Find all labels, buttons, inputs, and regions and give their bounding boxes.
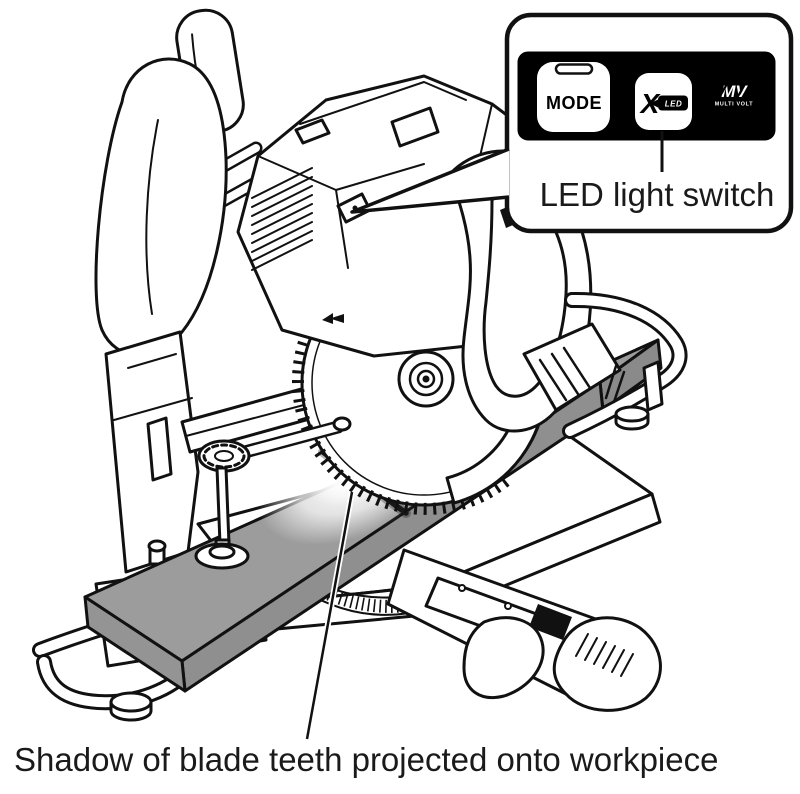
led-tag: LED [650,95,688,111]
material-clamp [194,416,352,570]
lock-grip [552,616,662,712]
support-foot [614,405,650,431]
grip-ridges [575,633,634,677]
arm-tread [529,604,572,640]
callout-tail [350,147,510,214]
control-panel: MODE X LED MV MULTI VOLT [517,51,776,141]
caption: Shadow of blade teeth projected onto wor… [14,741,718,778]
battery-pack [522,322,622,412]
support-tower [104,330,200,574]
shadow-leader-line [304,491,355,740]
led-tag-label: LED [665,100,683,109]
multi-volt-logo: MV MULTI VOLT [715,82,754,108]
clamp-rod [215,466,231,546]
multivolt-wordmark: MULTI VOLT [715,102,754,108]
front-arm [386,548,662,712]
mode-indicator-window [554,63,594,75]
led-light-switch-button: X LED [635,73,692,130]
motor-fins [251,167,313,271]
lock-paddle [462,616,545,699]
blade-arbor [397,350,455,408]
callout-bubble: MODE X LED MV MULTI VOLT LED light switc… [350,12,794,234]
mv-monogram: MV [721,82,748,101]
clamp-foot [194,538,250,570]
right-extension-rail [562,291,688,439]
dust-deflector [94,57,228,357]
blade-rotation-arrow-icon [322,313,344,324]
mode-button-label: MODE [546,93,602,113]
mode-button: MODE [537,62,610,132]
callout-label: LED light switch [540,176,775,213]
base-foot-left [109,691,153,722]
miter-saw-illustration [32,8,688,722]
